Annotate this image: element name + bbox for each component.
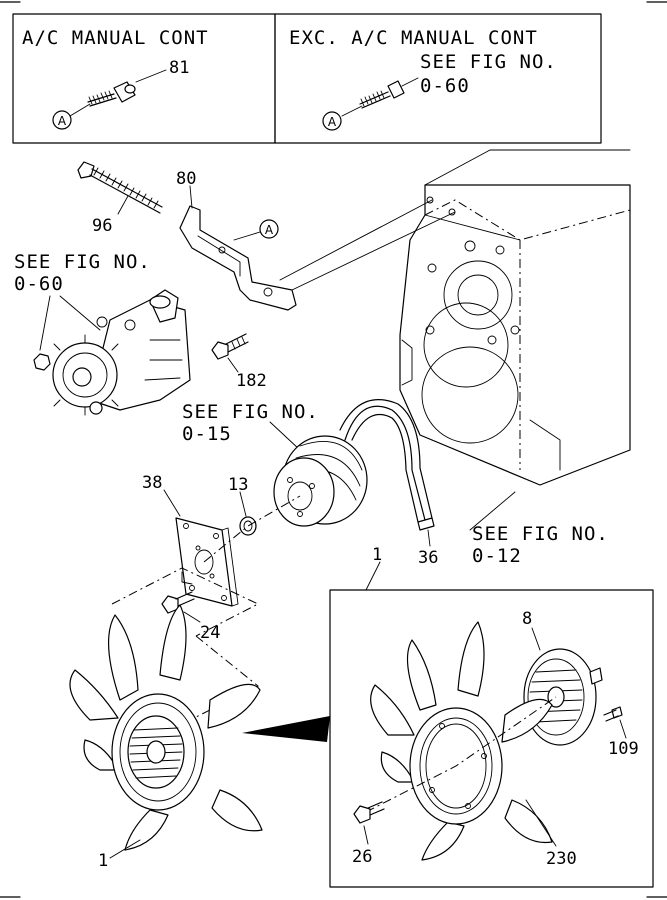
callout-13: 13 (228, 475, 248, 495)
fan-clutch-8-drawing (523, 648, 603, 746)
plate-38-drawing (175, 517, 239, 607)
callout-36: 36 (418, 548, 438, 568)
inset-right-ref-line2: 0-60 (420, 75, 470, 97)
callout-109: 109 (608, 739, 639, 759)
ref-engine-line2: 0-12 (472, 545, 522, 567)
callout-81: 81 (169, 58, 189, 78)
callout-8: 8 (522, 609, 532, 629)
inset-right-title: EXC. A/C MANUAL CONT (289, 27, 538, 49)
ref-pulley-line2: 0-15 (182, 423, 232, 445)
detail-box (329, 561, 654, 888)
inset-left-title: A/C MANUAL CONT (22, 27, 209, 49)
callout-24: 24 (200, 623, 220, 643)
bolt-fig060-drawing (359, 80, 405, 109)
callout-26: 26 (352, 847, 372, 867)
fan-230-drawing (370, 621, 553, 861)
bolt-96-drawing (77, 161, 163, 214)
pulley-drawing (273, 435, 368, 527)
callout-1-main: 1 (98, 851, 108, 871)
bolt-26-drawing (353, 801, 385, 824)
washer-13-drawing (239, 516, 257, 536)
bolt-182-drawing (211, 333, 249, 360)
bracket-marker-a-circle (259, 219, 279, 239)
callout-38: 38 (142, 473, 162, 493)
fan-assembly-main-drawing (69, 604, 263, 851)
callout-96: 96 (92, 216, 112, 236)
ref-pulley-line1: SEE FIG NO. (182, 401, 319, 423)
marker-a-circle (52, 110, 72, 130)
bracket-marker-a: A (265, 223, 274, 237)
marker-a-right: A (328, 115, 337, 129)
callout-1-detail: 1 (372, 545, 382, 565)
marker-a-left: A (58, 114, 67, 128)
ref-pump-line2: 0-60 (14, 273, 64, 295)
bracket-80-drawing (179, 205, 297, 311)
stud-109-drawing (603, 706, 623, 722)
callout-80: 80 (176, 169, 196, 189)
ref-pump-line1: SEE FIG NO. (14, 251, 151, 273)
detail-pointer-arrow (242, 716, 330, 742)
engine-block-drawing (399, 149, 631, 486)
bolt-24-drawing (161, 591, 195, 614)
power-steering-pump-drawing (33, 289, 191, 416)
marker-a-circle-right (322, 111, 342, 131)
inset-box-exc-ac-manual-cont: EXC. A/C MANUAL CONT SEE FIG NO. 0-60 A (274, 13, 602, 144)
ref-engine-line1: SEE FIG NO. (472, 523, 609, 545)
inset-box-ac-manual-cont: A/C MANUAL CONT 81 A (12, 13, 276, 144)
belt-36-drawing (339, 399, 435, 531)
callout-230: 230 (546, 849, 577, 869)
inset-right-ref-line1: SEE FIG NO. (420, 51, 557, 73)
callout-182: 182 (236, 371, 267, 391)
bolt-81-drawing (87, 81, 136, 107)
